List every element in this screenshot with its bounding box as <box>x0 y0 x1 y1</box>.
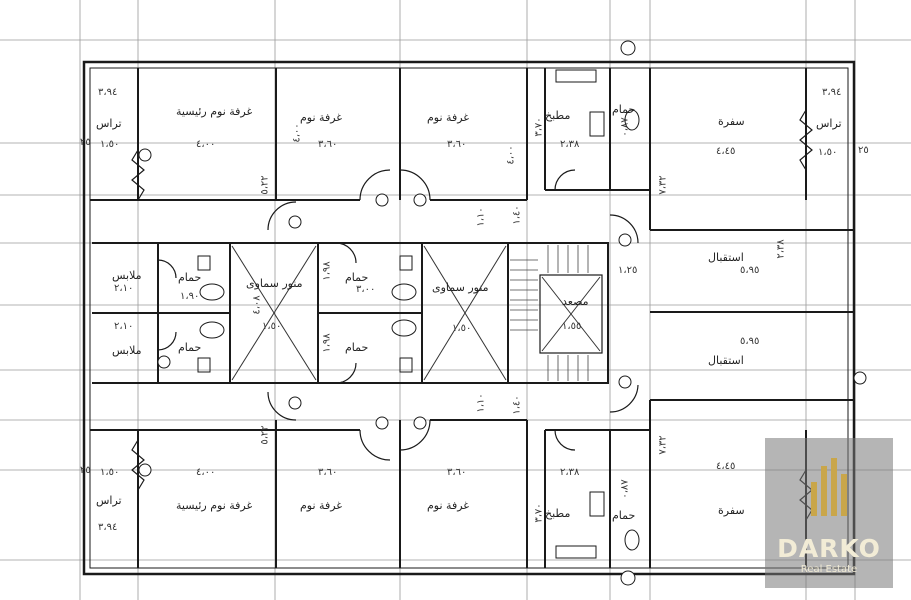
dim-kitchen-bottom: ٢،٣٨ <box>560 467 580 478</box>
room-master-bedroom-top: غرفة نوم رئيسية <box>176 105 253 118</box>
dim-vert-shaft: ٤،٠٨ <box>251 295 263 315</box>
room-bedroom-top-2: غرفة نوم <box>427 111 470 124</box>
room-elevator: مصعد <box>562 295 589 308</box>
dim-reception-top: ٥،٩٥ <box>740 265 760 276</box>
shaft-crosses <box>231 245 601 381</box>
room-terrace-top-right: تراس <box>816 117 842 130</box>
room-bedroom-bottom-1: غرفة نوم <box>300 499 343 512</box>
room-bathroom-bottom-right: حمام <box>612 509 636 522</box>
room-dining-bottom: سفرة <box>718 504 745 517</box>
dim-vert-corr-4: ١،١٠ <box>475 393 487 413</box>
terrace-windows <box>131 109 813 521</box>
partitions-bottom <box>90 399 854 568</box>
dim-vert-bath-2: ١،٩٨ <box>321 333 333 353</box>
room-shaft-1: منور سماوى <box>246 277 303 290</box>
dim-bed-top-1: ٣،٦٠ <box>318 139 338 150</box>
dim-vert-wall-1: ٥،٢٢ <box>259 175 271 195</box>
dim-shaft-2: ١،٥٠ <box>452 323 472 334</box>
dim-terrace-width-tr: ١،٥٠ <box>818 147 838 158</box>
dim-bed-bottom-2: ٣،٦٠ <box>447 467 467 478</box>
dim-vert-corr-3: ١،٤٠ <box>511 395 523 415</box>
room-reception-top: استقبال <box>708 251 744 264</box>
dim-vert-dining-h2: ٧،٣٢ <box>657 435 669 455</box>
room-terrace-bottom-left: تراس <box>96 494 122 507</box>
room-master-bedroom-bottom: غرفة نوم رئيسية <box>176 499 253 512</box>
dim-vert-wall-2: ٥،٢٢ <box>259 425 271 445</box>
dim-terrace-top-right: ٣،٩٤ <box>822 87 842 98</box>
dim-master-bed-bottom: ٤،٠٠ <box>196 467 216 478</box>
dim-vert-kitchen-2: ٣،٧٠ <box>533 503 545 523</box>
dim-reception-bottom: ٥،٩٥ <box>740 336 760 347</box>
dim-vert-bath-1: ١،٩٨ <box>321 261 333 281</box>
dim-vert-bed-2: ٤،٠٠ <box>505 145 517 165</box>
central-core <box>92 242 609 384</box>
dim-bath-core-2: ١،٩٠ <box>180 291 200 302</box>
dim-elevator: ١،٥٥ <box>562 321 582 332</box>
dim-stair-top: ١،٢٥ <box>618 265 638 276</box>
dim-vert-corr-2: ١،١٠ <box>475 207 487 227</box>
room-reception-bottom: استقبال <box>708 354 744 367</box>
fixtures <box>197 69 640 559</box>
room-bathroom-top-right: حمام <box>612 103 636 116</box>
room-shaft-2: منور سماوى <box>432 281 489 294</box>
dim-dining-bottom: ٤،٤٥ <box>716 461 736 472</box>
brand-logo: DARKO Real Estate <box>765 438 893 588</box>
dim-shaft-1: ١،٥٠ <box>262 321 282 332</box>
room-dining-top: سفرة <box>718 115 745 128</box>
room-kitchen-bottom: مطبخ <box>545 507 571 520</box>
logo-tagline: Real Estate <box>800 564 858 575</box>
dim-terrace-top-left: ٣،٩٤ <box>98 87 118 98</box>
room-clothes-bottom: ملابس <box>112 344 142 357</box>
dim-bed-top-2: ٣،٦٠ <box>447 139 467 150</box>
dim-vert-corr-1: ١،٤٠ <box>511 205 523 225</box>
dim-kitchen-top: ٢،٣٨ <box>560 139 580 150</box>
dim-terrace-width-tl: ١،٥٠ <box>100 139 120 150</box>
dim-vert-dining-h: ٧،٣٢ <box>657 175 669 195</box>
dim-edge-left-top: ٢٥ <box>80 137 91 148</box>
dim-clothes-bottom: ٢،١٠ <box>114 321 134 332</box>
dim-vert-bed-1: ٤،٠٠ <box>291 123 303 143</box>
room-bathroom-core-4: حمام <box>345 341 369 354</box>
dim-edge-left-bottom: ٢٥ <box>80 465 91 476</box>
dim-vert-reception: ٢،٣٨ <box>775 239 787 259</box>
dim-bed-bottom-1: ٣،٦٠ <box>318 467 338 478</box>
room-bathroom-core-1: حمام <box>178 271 202 284</box>
logo-title: DARKO <box>777 534 881 563</box>
dim-bath-core-1: ٣،٠٠ <box>356 284 376 295</box>
dim-dining-top: ٤،٤٥ <box>716 146 736 157</box>
dim-clothes-top: ٢،١٠ <box>114 283 134 294</box>
building-bars-icon <box>811 458 847 516</box>
dim-master-bed-top: ٤،٠٠ <box>196 139 216 150</box>
outer-walls <box>82 60 856 576</box>
room-terrace-top-left: تراس <box>96 117 122 130</box>
room-bathroom-core-2: حمام <box>178 341 202 354</box>
dim-vert-bath-tr: ٠،٨٧ <box>619 117 631 137</box>
door-swings <box>157 169 639 461</box>
room-bathroom-core-3: حمام <box>345 271 369 284</box>
room-clothes-top: ملابس <box>112 269 142 282</box>
room-kitchen-top: مطبخ <box>545 109 571 122</box>
stairs <box>510 245 589 381</box>
dim-vert-bath-br: ٠،٨٧ <box>619 479 631 499</box>
axis-markers <box>138 40 867 586</box>
room-bedroom-bottom-2: غرفة نوم <box>427 499 470 512</box>
room-bedroom-top-1: غرفة نوم <box>300 111 343 124</box>
dim-vert-kitchen: ٣،٧٠ <box>533 117 545 137</box>
dim-edge-right-top: ٢٥ <box>858 145 869 156</box>
dim-terrace-width-bl: ١،٥٠ <box>100 467 120 478</box>
partitions-top <box>90 68 854 313</box>
dim-terrace-bottom-left: ٣،٩٤ <box>98 522 118 533</box>
